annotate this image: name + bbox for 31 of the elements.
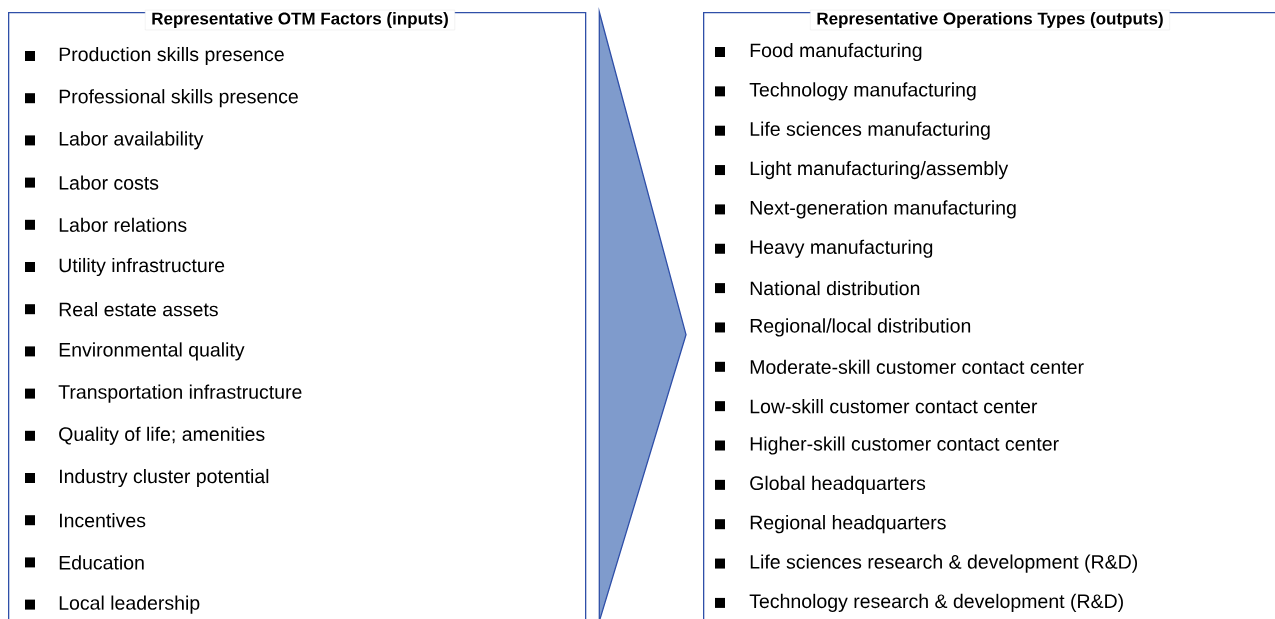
list-item: National distribution: [750, 280, 920, 296]
list-item: Regional/local distribution: [750, 318, 971, 337]
list-item: Technology manufacturing: [749, 82, 976, 101]
list-item: Labor relations: [59, 217, 187, 232]
panel-heading: Representative Operations Types (outputs): [810, 9, 1170, 31]
list-item: Food manufacturing: [750, 42, 922, 62]
list-item: Regional headquarters: [750, 515, 946, 534]
list-item: Local leadership: [59, 595, 200, 614]
list-item: Industry cluster potential: [60, 468, 269, 488]
list-item: Heavy manufacturing: [750, 239, 933, 258]
list-item: Education: [59, 555, 144, 570]
list-item: Light manufacturing/assembly: [750, 160, 1009, 180]
list-item: Professional skills presence: [59, 89, 298, 108]
list-item: Higher-skill customer contact center: [750, 436, 1059, 455]
list-item: Global headquarters: [750, 475, 926, 494]
list-item: Next-generation manufacturing: [750, 200, 1016, 219]
list-item: Incentives: [60, 513, 146, 528]
list-item: Low-skill customer contact center: [750, 399, 1038, 414]
list-item: Production skills presence: [59, 46, 284, 66]
list-item: Labor availability: [59, 131, 204, 150]
list-item: Transportation infrastructure: [58, 384, 302, 403]
list-item: Environmental quality: [59, 342, 245, 361]
list-item: Real estate assets: [59, 302, 218, 317]
list-item: Life sciences research & development (R&D): [750, 554, 1137, 573]
panel-heading: Representative OTM Factors (inputs): [145, 9, 455, 31]
list-item: Labor costs: [59, 175, 159, 190]
list-item: Moderate-skill customer contact center: [750, 359, 1084, 374]
list-item: Technology research & development (R&D): [749, 593, 1123, 612]
list-item: Quality of life; amenities: [59, 426, 265, 445]
list-item: Life sciences manufacturing: [750, 121, 990, 140]
list-item: Utility infrastructure: [59, 257, 225, 277]
